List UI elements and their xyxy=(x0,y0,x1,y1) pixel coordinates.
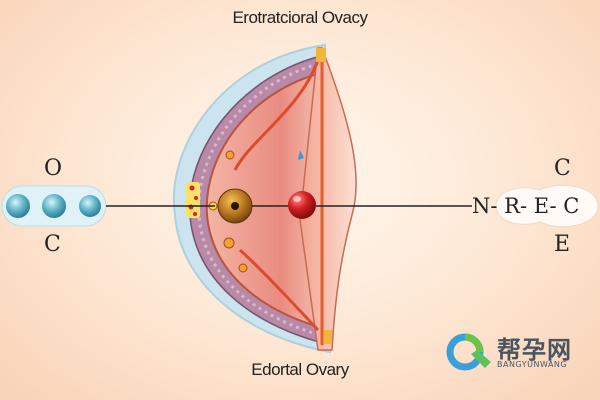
left-label-bottom: C xyxy=(44,232,61,257)
sphere-1 xyxy=(6,194,30,218)
right-label-chain: N- R- E- C xyxy=(472,194,580,218)
diagram-title: Erotratcioral Ovacy xyxy=(232,8,368,27)
logo-q-icon xyxy=(446,333,491,371)
logo-text: 帮孕网 xyxy=(497,336,572,364)
right-lobe xyxy=(299,47,357,351)
right-chain-bubble xyxy=(495,184,599,228)
diagram-caption: Edortal Ovary xyxy=(251,360,349,379)
right-label-top: C xyxy=(554,156,571,181)
sphere-2 xyxy=(42,194,66,218)
medulla-tissue xyxy=(205,71,331,332)
small-follicle-3 xyxy=(238,263,248,273)
sphere-chain-left xyxy=(1,185,107,227)
left-label-top: O xyxy=(44,156,63,181)
right-label-bottom: E xyxy=(554,232,571,257)
sphere-3 xyxy=(79,195,101,217)
ovulated-egg xyxy=(288,191,316,219)
logo-subtext: BANGYUNWANG xyxy=(497,360,568,369)
granular-cluster xyxy=(186,182,200,218)
blood-vessel-bottom xyxy=(238,248,320,332)
small-follicle-2 xyxy=(223,237,235,249)
blood-vessel-top xyxy=(233,59,320,171)
site-logo: 帮孕网 BANGYUNWANG xyxy=(445,330,595,374)
small-follicle-1 xyxy=(225,150,235,160)
